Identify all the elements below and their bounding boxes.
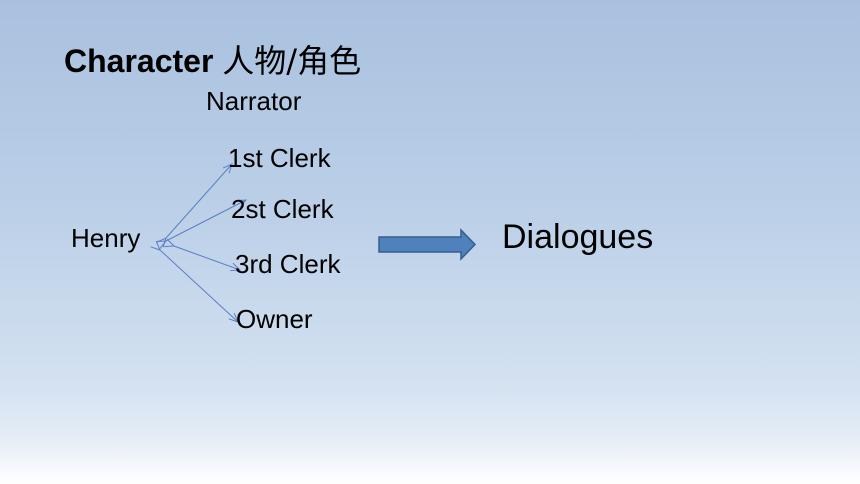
node-owner: Owner	[236, 304, 313, 334]
bottom-band	[0, 444, 860, 484]
node-first-clerk: 1st Clerk	[228, 143, 331, 173]
title-chinese: 人物/角色	[222, 42, 362, 80]
connector-henry-owner	[160, 250, 238, 322]
node-second-clerk: 2st Clerk	[231, 194, 334, 224]
block-arrow-right	[378, 228, 477, 261]
connector-henry-clerk3	[174, 246, 240, 270]
connector-henry-clerk1	[166, 164, 232, 238]
node-narrator: Narrator	[206, 86, 302, 116]
connector-henry-clerk2	[166, 200, 246, 241]
node-henry: Henry	[71, 223, 141, 253]
slide-title: Character 人物/角色	[64, 36, 361, 82]
title-english: Character	[64, 43, 214, 79]
node-dialogues: Dialogues	[502, 218, 654, 256]
node-third-clerk: 3rd Clerk	[235, 249, 341, 279]
